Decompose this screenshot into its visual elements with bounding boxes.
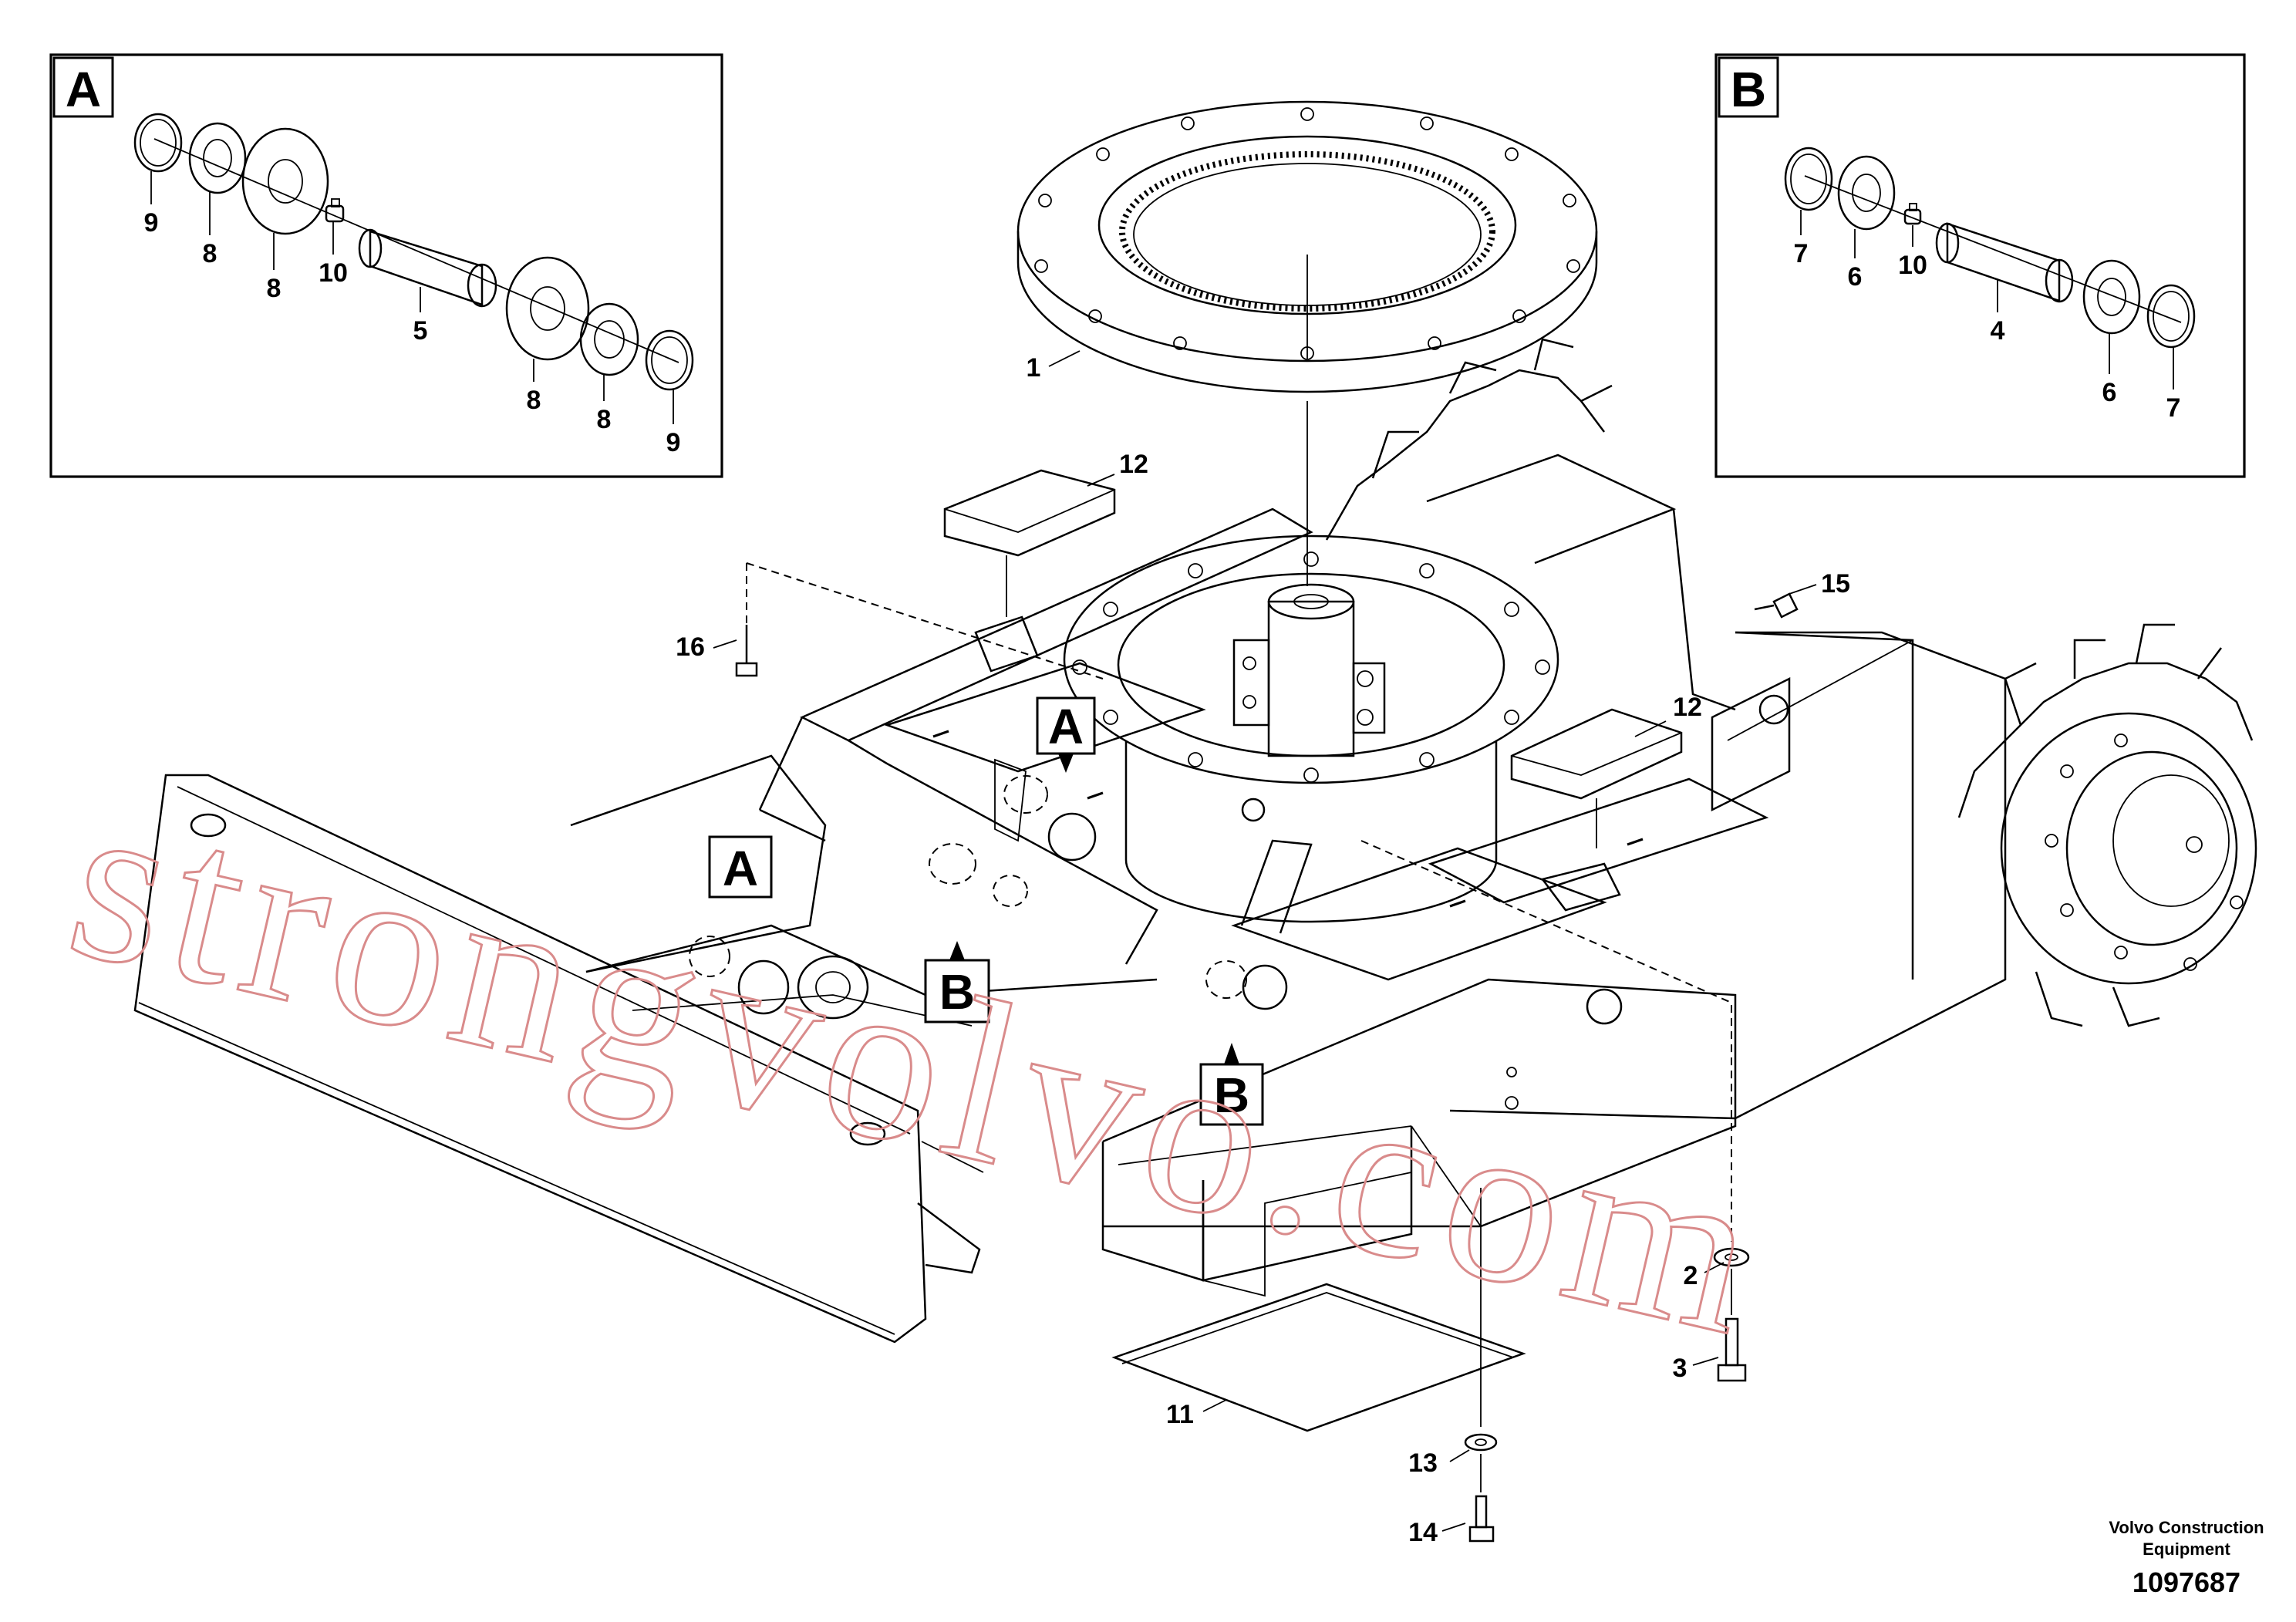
- footer-company-line2: Equipment: [2143, 1539, 2230, 1559]
- inset-a-label-6: 8: [527, 386, 541, 415]
- inset-a-label-3: 8: [267, 274, 282, 303]
- inset-b-label-4: 4: [1991, 316, 2005, 346]
- swivel-joint: [1232, 583, 1386, 757]
- undercarriage-frame: [570, 454, 2007, 1297]
- callout-3: 3: [1673, 1354, 1687, 1383]
- detail-marker-b-lower: B: [1199, 1043, 1264, 1126]
- detail-marker-a-left: A: [708, 835, 773, 899]
- inset-a-label-5: 5: [413, 316, 428, 346]
- detail-marker-b-lower-letter: B: [1214, 1067, 1249, 1123]
- bolt-16: [735, 625, 758, 677]
- grease-nipple-10-b: [1903, 203, 1922, 225]
- turntable-bolt-holes: [1072, 551, 1550, 783]
- callout-16: 16: [676, 632, 705, 662]
- bolt-15: [1754, 592, 1799, 619]
- bolt-3: [1717, 1317, 1747, 1382]
- detail-marker-b-center-letter: B: [939, 964, 975, 1020]
- wear-pad-12-upper: [943, 469, 1116, 557]
- circlip-7-left: [1784, 147, 1833, 211]
- inset-a-label-2: 8: [203, 239, 217, 268]
- footer-company-line1: Volvo Construction: [2109, 1518, 2264, 1537]
- circlip-9-right: [645, 329, 694, 391]
- inset-b-letter: B: [1731, 62, 1766, 117]
- callout-1: 1: [1027, 353, 1041, 383]
- detail-marker-b-center: B: [924, 941, 990, 1023]
- cover-plate-11: [1111, 1283, 1526, 1432]
- washer-6-right: [2082, 259, 2141, 335]
- pin-5: [358, 228, 497, 308]
- callout-2: 2: [1684, 1261, 1698, 1290]
- detail-marker-a-left-letter: A: [723, 841, 758, 896]
- detail-marker-a-upper-letter: A: [1048, 699, 1084, 754]
- inset-b-label-3: 10: [1898, 251, 1927, 280]
- wear-pad-12-right: [1510, 708, 1683, 800]
- callout-15: 15: [1821, 569, 1850, 599]
- front-sprocket-drive: [1957, 623, 2257, 1027]
- inset-a: A: [49, 53, 723, 478]
- inset-b-label-6: 7: [2166, 393, 2181, 423]
- circlip-9-left: [133, 113, 183, 173]
- circlip-7-right: [2146, 284, 2196, 349]
- inset-a-label-7: 8: [597, 405, 612, 434]
- washer-8-left-2: [241, 127, 329, 235]
- inset-a-label-1: 9: [144, 208, 159, 238]
- rear-sprocket: [1325, 338, 1613, 541]
- washer-13: [1464, 1433, 1498, 1452]
- callout-11: 11: [1166, 1400, 1194, 1429]
- slewing-ring: [1017, 100, 1598, 393]
- washer-2: [1713, 1247, 1750, 1267]
- dozer-blade: [133, 774, 984, 1344]
- callout-12-upper: 12: [1119, 450, 1148, 479]
- watermark-text: strongvolvo.com: [50, 748, 1787, 1386]
- footer-drawing-number: 1097687: [2132, 1566, 2240, 1598]
- inset-b-label-2: 6: [1848, 262, 1863, 292]
- washer-8-right-2: [579, 302, 639, 376]
- callout-14: 14: [1408, 1518, 1438, 1547]
- slewing-ring-bolt-holes: [1034, 107, 1580, 360]
- inset-b: B 7: [1714, 53, 2246, 478]
- washer-8-left-1: [188, 122, 247, 194]
- detail-marker-a-upper: A: [1036, 696, 1096, 773]
- bolt-14: [1468, 1495, 1495, 1543]
- callout-13: 13: [1408, 1448, 1438, 1478]
- washer-6-left: [1837, 155, 1896, 231]
- inset-a-label-4: 10: [319, 258, 348, 288]
- inset-b-label-1: 7: [1794, 239, 1809, 268]
- grease-nipple-10: [325, 198, 345, 223]
- inset-a-letter: A: [66, 62, 101, 117]
- inset-a-label-8: 9: [666, 428, 681, 457]
- callout-12-right: 12: [1673, 693, 1702, 722]
- washer-8-right-1: [505, 256, 590, 361]
- inset-b-label-5: 6: [2102, 378, 2117, 407]
